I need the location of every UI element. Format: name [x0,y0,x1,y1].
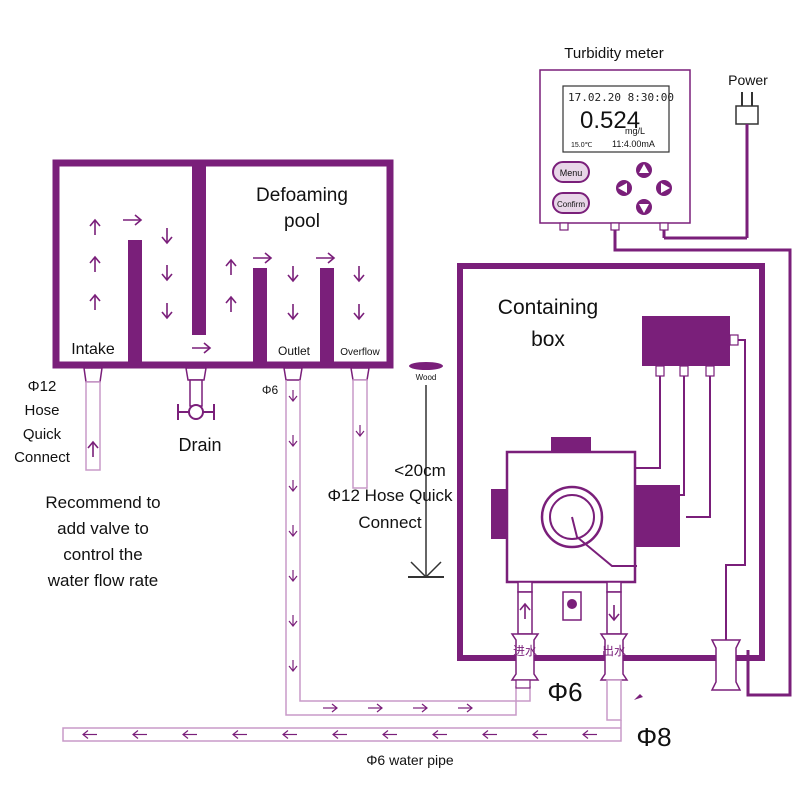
right-arrow-icon [412,703,428,713]
down-arrow-icon [639,204,649,213]
pool-baffle-4 [320,268,334,365]
containing-box: Containing box [457,263,765,661]
down-arrow-icon [288,389,298,402]
pipe-clip-icon [634,694,643,700]
pool-baffle-2 [192,163,206,335]
sensor-cap [551,437,591,453]
box-title-line2: box [531,328,565,351]
meter-current: 11:4.00mA [612,139,655,149]
pool-tank [52,159,394,369]
phi12-right-line2: Connect [358,513,422,532]
left-arrow-icon [618,183,627,193]
phi12-label-line2: Hose [24,402,59,419]
meter-port-3 [659,222,669,231]
drain-label: Drain [178,435,221,455]
recommend-line3: control the [63,545,142,564]
phi6-big-label: Φ6 [547,677,582,707]
menu-button[interactable]: Menu [552,161,590,183]
outlet-label-cn: 出水 [602,644,626,658]
meter-title: Turbidity meter [564,45,663,62]
right-arrow-icon [661,183,670,193]
meter-value: 0.524 [580,107,640,134]
drain-valve-icon[interactable]: Drain [177,367,222,455]
meter-screen [562,85,670,153]
overflow-label: Overflow [340,347,380,358]
pool-title-line1: Defoaming [256,185,348,206]
outlet-label: Outlet [278,344,311,358]
power-label: Power [728,72,768,88]
phi12-label-line3: Quick [23,426,62,443]
meter-dpad [616,162,672,215]
overflow-hose [350,367,370,489]
box-title-line1: Containing [498,296,598,319]
down-arrow-icon [288,614,298,627]
power-plug-icon: Power [662,72,768,240]
inlet-fitting: 进水 [510,591,540,689]
recommend-line1: Recommend to [45,493,160,512]
sensor-controller [642,316,730,366]
intake-hose [83,367,103,471]
meter-port-1 [559,222,569,231]
meter-datetime: 17.02.20 8:30:00 [568,91,674,104]
height-label: <20cm [394,461,446,480]
cable-connector [710,639,742,691]
pool-baffle-1 [128,240,142,365]
meter-port-2 [610,222,620,231]
phi12-right-line1: Φ12 Hose Quick [327,486,453,505]
pool-title-line2: pool [284,211,320,232]
sensor-side-right [635,485,680,547]
meter-unit: mg/L [625,126,645,136]
confirm-button-label: Confirm [557,200,585,209]
up-arrow-icon [639,164,649,173]
menu-button-label: Menu [560,168,583,178]
sensor-cable [613,230,792,697]
left-annotations: Φ12 Hose Quick Connect Recommend to add … [14,378,278,590]
right-arrow-icon [367,703,383,713]
outlet-fitting: 出水 [599,591,629,721]
recommend-line4: water flow rate [47,571,159,590]
phi12-label-line1: Φ12 [28,378,57,395]
outlet-hose [283,367,531,716]
inlet-label-cn: 进水 [513,644,537,658]
height-marker: Wood <20cm Φ12 Hose Quick Connect [327,362,453,579]
down-arrow-icon [288,434,298,447]
phi6-small-label: Φ6 [262,383,279,397]
confirm-button[interactable]: Confirm [552,192,590,214]
right-arrow-icon [322,703,338,713]
wood-label: Wood [416,373,437,382]
defoaming-pool: Defoaming pool Intake Outlet Overflow [52,159,394,369]
phi6-water-pipe: Φ6 water pipe [62,720,622,768]
down-arrow-icon [288,569,298,582]
wood-board [409,362,443,370]
phi12-label-line4: Connect [14,449,71,466]
down-arrow-icon [288,524,298,537]
sensor-side-left [491,489,507,539]
down-arrow-icon [288,659,298,672]
meter-temp: 15.0℃ [571,142,593,149]
right-arrow-icon [457,703,473,713]
intake-label: Intake [71,341,115,358]
pool-baffle-3 [253,268,267,365]
recommend-line2: add valve to [57,519,149,538]
turbidity-meter: Turbidity meter 17.02.20 8:30:00 0.524 m… [539,45,691,231]
pipe-caption: Φ6 water pipe [366,752,454,768]
down-arrow-icon [288,479,298,492]
phi8-big-label: Φ8 [636,722,671,752]
